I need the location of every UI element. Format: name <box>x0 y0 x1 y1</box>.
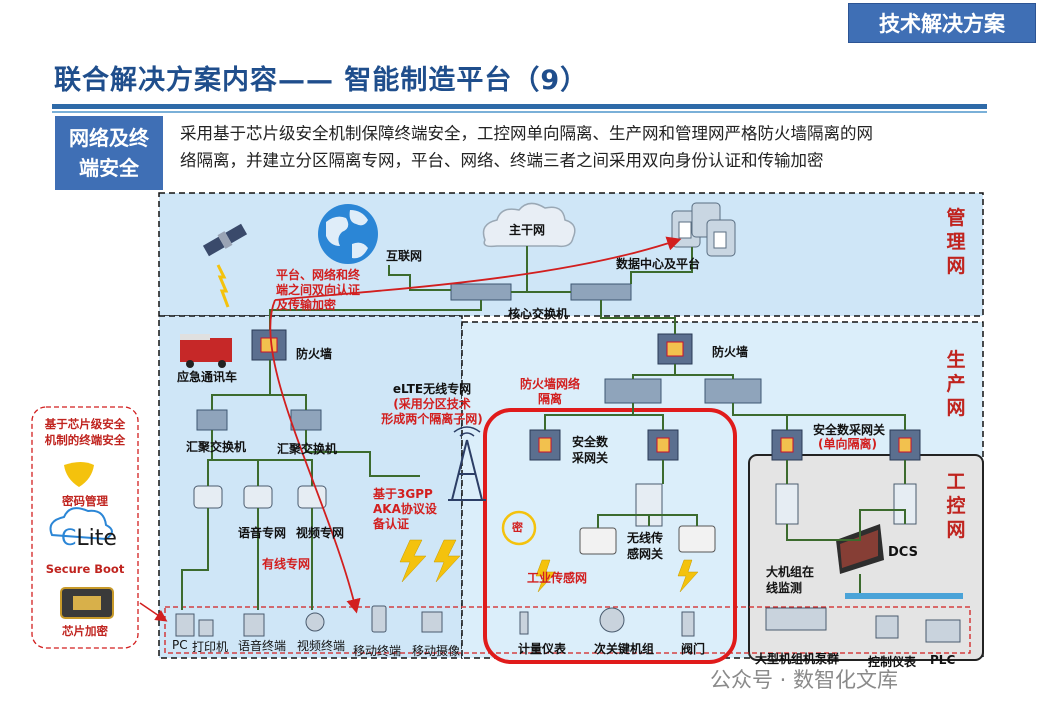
sidebox-item-chip-encrypt: 芯片加密 <box>36 623 134 639</box>
wireless-gw-line1: 无线传 <box>627 530 663 546</box>
big-unit-line2: 线监测 <box>766 580 814 596</box>
core-switch-1 <box>451 284 511 300</box>
core-switch-2 <box>571 284 631 300</box>
data-center-label: 数据中心及平台 <box>616 255 700 272</box>
ind-server-1-icon <box>776 484 798 524</box>
sec-gw-1-line1: 安全数 <box>572 434 608 450</box>
wireless-gw-line2: 感网关 <box>627 546 663 562</box>
sidebox-title: 基于芯片级安全 机制的终端安全 <box>36 416 134 448</box>
watermark: 公众号 · 数智化文库 <box>710 664 898 694</box>
industrial-sensor-label: 工业传感网 <box>527 571 587 586</box>
wireless-gw-2-icon <box>679 526 715 552</box>
sec-gw-1-label: 安全数 采网关 <box>572 434 608 466</box>
fw-isolation-note: 防火墙网络 隔离 <box>520 377 580 407</box>
field-bus <box>845 593 963 599</box>
terminal-camera: 移动摄像 <box>412 642 460 659</box>
auth-note-line1: 平台、网络和终 <box>276 268 360 283</box>
elte-note-line1: (采用分区技术 <box>377 397 487 412</box>
zone-label-industrial: 工控网 <box>944 470 968 542</box>
terminal-meter: 计量仪表 <box>518 640 566 657</box>
prod-switch-2 <box>705 379 761 403</box>
fw-isolation-line1: 防火墙网络 <box>520 377 580 392</box>
zone-label-production: 生产网 <box>944 348 968 420</box>
terminal-sub-unit: 次关键机组 <box>594 640 654 657</box>
agg-switch-2-label: 汇聚交换机 <box>277 440 337 457</box>
backbone-label: 主干网 <box>509 221 545 238</box>
core-switch-label: 核心交换机 <box>508 305 568 322</box>
prod-switch-1 <box>605 379 661 403</box>
auth-note-line2: 端之间双向认证 <box>276 283 360 298</box>
sec-gw-2-label: 安全数采网关 <box>813 421 885 438</box>
aka-note-line2: AKA协议设 <box>373 502 437 517</box>
emergency-vehicle-label: 应急通讯车 <box>177 368 237 385</box>
auth-note-line3: 及传输加密 <box>276 298 360 313</box>
sidebox-title-line1: 基于芯片级安全 <box>36 416 134 432</box>
sec-gw-1-line2: 采网关 <box>572 450 608 466</box>
lite-logo-text: Lite <box>76 526 117 551</box>
video-net-label: 视频专网 <box>296 524 344 541</box>
one-way-note: (单向隔离) <box>818 437 877 452</box>
agg-switch-1-label: 汇聚交换机 <box>186 438 246 455</box>
sidebox-title-line2: 机制的终端安全 <box>36 432 134 448</box>
voice-net-label: 语音专网 <box>238 524 286 541</box>
lite-logo-c: C <box>61 526 76 551</box>
terminal-mobile: 移动终端 <box>353 642 401 659</box>
dcs-label: DCS <box>888 545 918 560</box>
elte-line1: eLTE无线专网 <box>377 380 487 397</box>
sidebox-item-secure-boot: Secure Boot <box>36 562 134 576</box>
wired-net-label: 有线专网 <box>262 557 310 572</box>
elte-label: eLTE无线专网 (采用分区技术 形成两个隔离子网) <box>377 380 487 427</box>
aka-note: 基于3GPP AKA协议设 备认证 <box>373 487 437 532</box>
wireless-gw-1-icon <box>580 528 616 554</box>
elte-note-line2: 形成两个隔离子网) <box>377 412 487 427</box>
lock-char: 密 <box>512 520 523 535</box>
terminal-plc: PLC <box>930 653 955 667</box>
auth-note: 平台、网络和终 端之间双向认证 及传输加密 <box>276 268 360 313</box>
big-unit-label: 大机组在 线监测 <box>766 564 814 596</box>
terminal-pc: PC <box>172 638 188 652</box>
zone-label-management: 管理网 <box>944 206 968 278</box>
lite-logo: CLite <box>44 526 134 551</box>
internet-label: 互联网 <box>386 247 422 264</box>
terminal-voice: 语音终端 <box>238 637 286 654</box>
wireless-gw-label: 无线传 感网关 <box>627 530 663 562</box>
agg-switch-2-icon <box>291 410 321 430</box>
terminal-printer: 打印机 <box>192 638 228 655</box>
terminal-valve: 阀门 <box>681 640 705 657</box>
sidebox-item-password: 密码管理 <box>36 493 134 509</box>
terminal-video: 视频终端 <box>297 637 345 654</box>
agg-switch-1-icon <box>197 410 227 430</box>
aka-note-line3: 备认证 <box>373 517 437 532</box>
fw-isolation-line2: 隔离 <box>520 392 580 407</box>
big-unit-line1: 大机组在 <box>766 564 814 580</box>
aka-note-line1: 基于3GPP <box>373 487 437 502</box>
firewall-left-label: 防火墙 <box>296 345 332 362</box>
firewall-right-label: 防火墙 <box>712 343 748 360</box>
